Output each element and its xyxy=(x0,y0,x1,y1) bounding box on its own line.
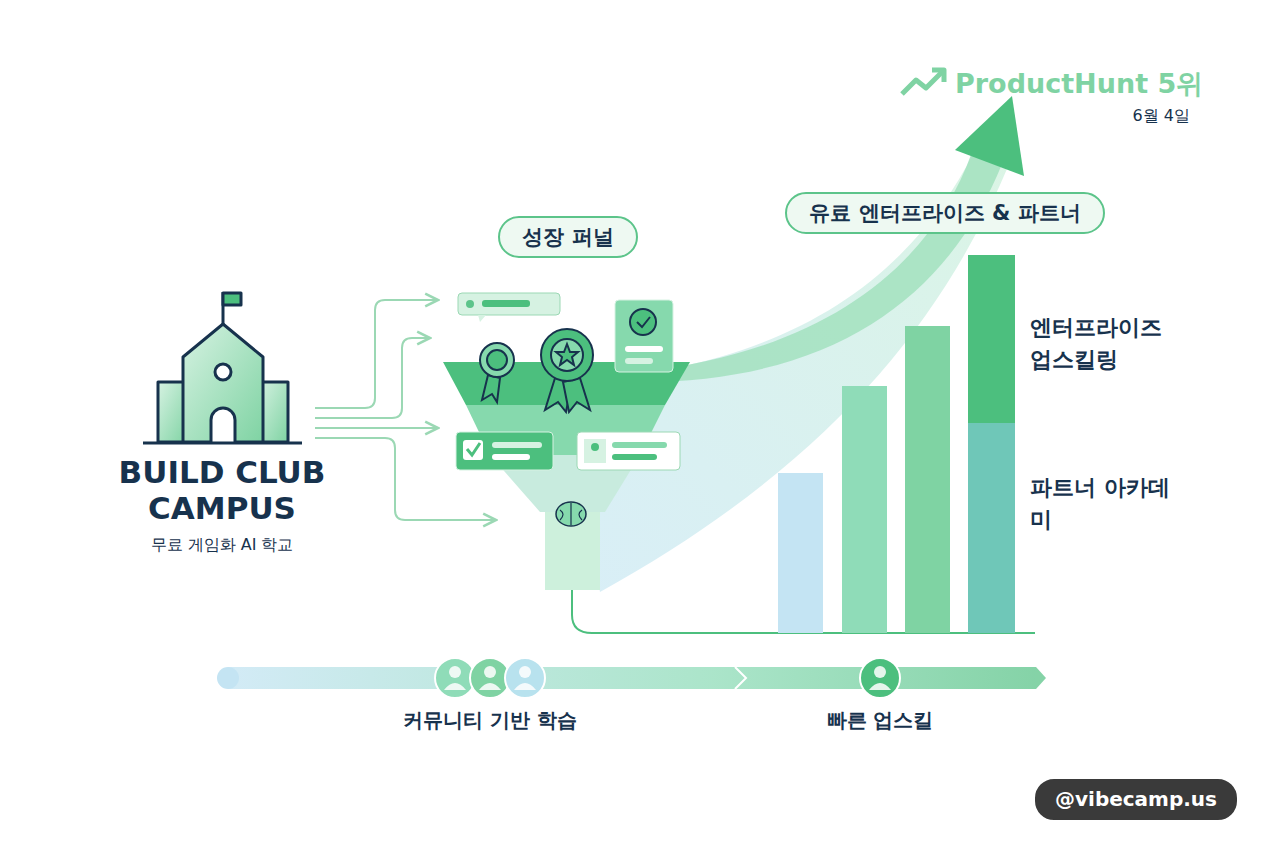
watermark-text: @vibecamp.us xyxy=(1055,787,1217,812)
bar-label: 엔터프라이즈 업스킬링 xyxy=(1030,312,1180,376)
school-subtitle: 무료 게임화 AI 학교 xyxy=(97,536,347,554)
bar-label: 파트너 아카데미 xyxy=(1030,472,1180,536)
funnel-icons xyxy=(456,293,680,526)
timeline-label: 빠른 업스킬 xyxy=(827,706,934,735)
school-node: BUILD CLUB CAMPUS 무료 게임화 AI 학교 xyxy=(97,455,347,555)
growth-arrowhead xyxy=(955,96,1024,176)
bar-chart xyxy=(778,255,1015,633)
timeline xyxy=(217,658,1046,698)
stage-pill: 유료 엔터프라이즈 & 파트너 xyxy=(785,192,1104,234)
timeline-label: 커뮤니티 기반 학습 xyxy=(403,706,577,735)
stage-pill: 성장 퍼널 xyxy=(498,216,637,258)
rank-label: ProductHunt 5위 xyxy=(955,64,1203,103)
pill-text: 성장 퍼널 xyxy=(522,224,613,250)
trend-icon xyxy=(902,70,944,94)
school-icon xyxy=(143,292,302,443)
pill-text: 유료 엔터프라이즈 & 파트너 xyxy=(809,200,1080,226)
school-title: BUILD CLUB CAMPUS xyxy=(97,455,347,526)
watermark-pill: @vibecamp.us xyxy=(1033,777,1239,822)
date-label: 6월 4일 xyxy=(1133,104,1190,127)
